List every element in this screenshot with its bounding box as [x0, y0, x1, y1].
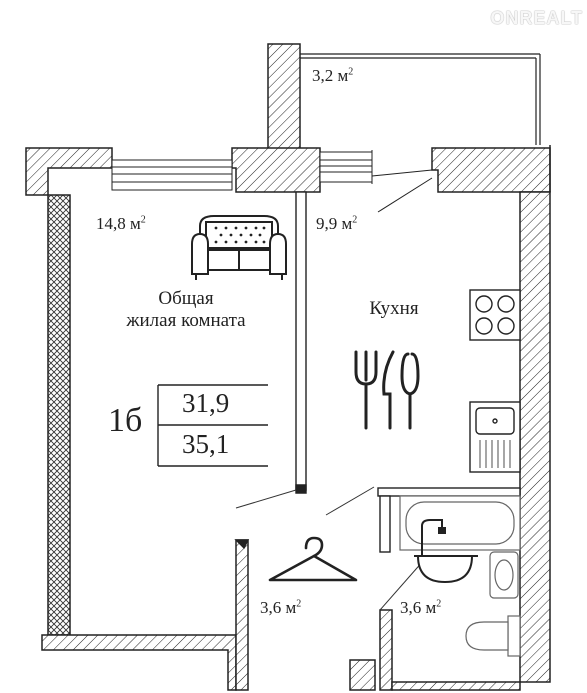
toilet-icon: [465, 615, 521, 657]
watermark: ONREALT: [490, 8, 583, 28]
kitchen-name: Кухня: [369, 298, 419, 319]
top-wall: [25, 147, 551, 213]
stove-icon: [469, 289, 521, 341]
living-area-total: 31,9: [182, 388, 230, 418]
living-area-label: 14,8 м2: [96, 214, 146, 233]
balcony-area: 3,2 м2: [312, 66, 354, 85]
door-swings: [235, 486, 425, 611]
washbasin-icon: [489, 551, 519, 599]
sink-icon: [469, 401, 521, 473]
sofa-icon: [191, 215, 287, 280]
left-wall: [47, 194, 71, 636]
living-room-name: Общая жилая комната: [126, 288, 246, 331]
summary-box: [157, 384, 268, 467]
right-wall: [519, 145, 551, 683]
bathtub-icon: [399, 495, 521, 551]
hanger-icon: [268, 536, 358, 582]
apartment-type: 1б: [108, 402, 143, 439]
balcony: [267, 43, 541, 153]
kitchen-area-label: 9,9 м2: [316, 214, 358, 233]
shower-icon: [414, 519, 478, 584]
total-area: 35,1: [182, 429, 230, 459]
hall-area-label: 3,6 м2: [260, 598, 302, 617]
cutlery-icon: [354, 350, 420, 430]
bottom-wall: [41, 539, 521, 691]
bathroom-area-label: 3,6 м2: [400, 598, 442, 617]
